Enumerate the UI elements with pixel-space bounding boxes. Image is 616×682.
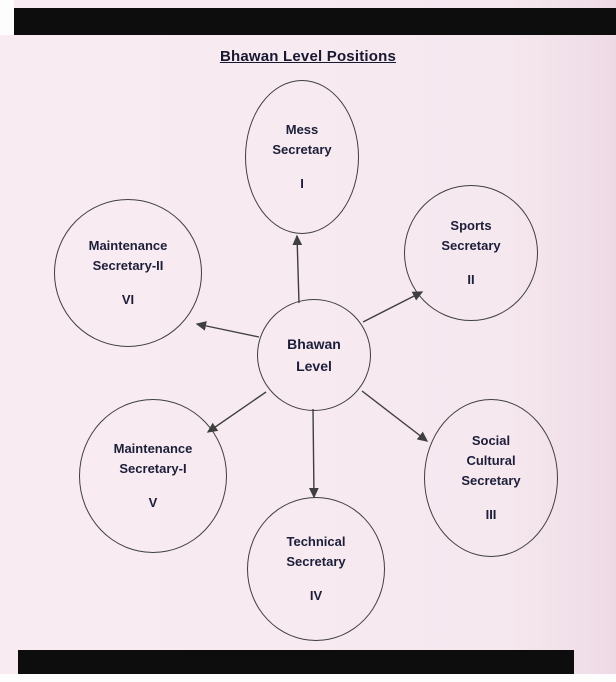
node-mess-secretary-label: Mess Secretary I [272, 120, 331, 194]
node-label-line: Secretary-I [119, 461, 187, 476]
arrow-center-to-mess-secretary [292, 234, 303, 304]
scan-border-top [14, 8, 616, 35]
node-label-line: Secretary [441, 238, 501, 253]
node-numeral: VI [121, 292, 135, 307]
arrow-center-to-sports-secretary [362, 291, 424, 323]
node-social-cultural-secretary-label: Social Cultural Secretary III [461, 431, 520, 525]
arrow-center-to-technical-secretary [308, 408, 319, 499]
node-technical-secretary-label: Technical Secretary IV [286, 532, 345, 606]
node-maintenance-secretary-2: Maintenance Secretary-II VI [54, 199, 202, 347]
node-bhawan-level-label: Bhawan Level [287, 333, 341, 377]
scan-corner-top-left [0, 0, 14, 35]
node-label-line: Cultural [466, 453, 516, 468]
node-label-line: Secretary [286, 554, 346, 569]
node-label-line: Mess [285, 122, 319, 137]
node-social-cultural-secretary: Social Cultural Secretary III [424, 399, 558, 557]
node-label-line: Sports [450, 218, 492, 233]
node-maintenance-secretary-1-label: Maintenance Secretary-I V [114, 439, 193, 513]
node-label-line: Secretary [272, 142, 332, 157]
scan-strip-bottom [0, 674, 616, 682]
diagram-title: Bhawan Level Positions [219, 48, 397, 65]
node-maintenance-secretary-1: Maintenance Secretary-I V [79, 399, 227, 553]
node-numeral: IV [309, 588, 323, 603]
arrow-center-to-maintenance-secretary-2 [195, 321, 260, 338]
node-maintenance-secretary-2-label: Maintenance Secretary-II VI [89, 236, 168, 310]
node-label-line: Maintenance [113, 441, 193, 456]
node-label-line: Technical [286, 534, 346, 549]
node-numeral: I [300, 176, 304, 191]
node-sports-secretary: Sports Secretary II [404, 185, 538, 321]
node-sports-secretary-label: Sports Secretary II [441, 216, 500, 290]
node-bhawan-level: Bhawan Level [257, 299, 371, 411]
node-numeral: III [485, 507, 497, 522]
node-label-line: Bhawan [287, 336, 341, 352]
node-label-line: Secretary [461, 473, 521, 488]
node-technical-secretary: Technical Secretary IV [247, 497, 385, 641]
node-label-line: Level [296, 358, 332, 374]
node-numeral: V [148, 495, 158, 510]
node-label-line: Maintenance [88, 238, 168, 253]
node-mess-secretary: Mess Secretary I [245, 80, 359, 234]
node-label-line: Social [471, 433, 511, 448]
node-numeral: II [467, 272, 475, 287]
arrow-center-to-maintenance-secretary-1 [206, 391, 267, 433]
arrow-center-to-social-cultural-secretary [361, 390, 429, 442]
scan-border-bottom [18, 650, 574, 674]
node-label-line: Secretary-II [92, 258, 164, 273]
